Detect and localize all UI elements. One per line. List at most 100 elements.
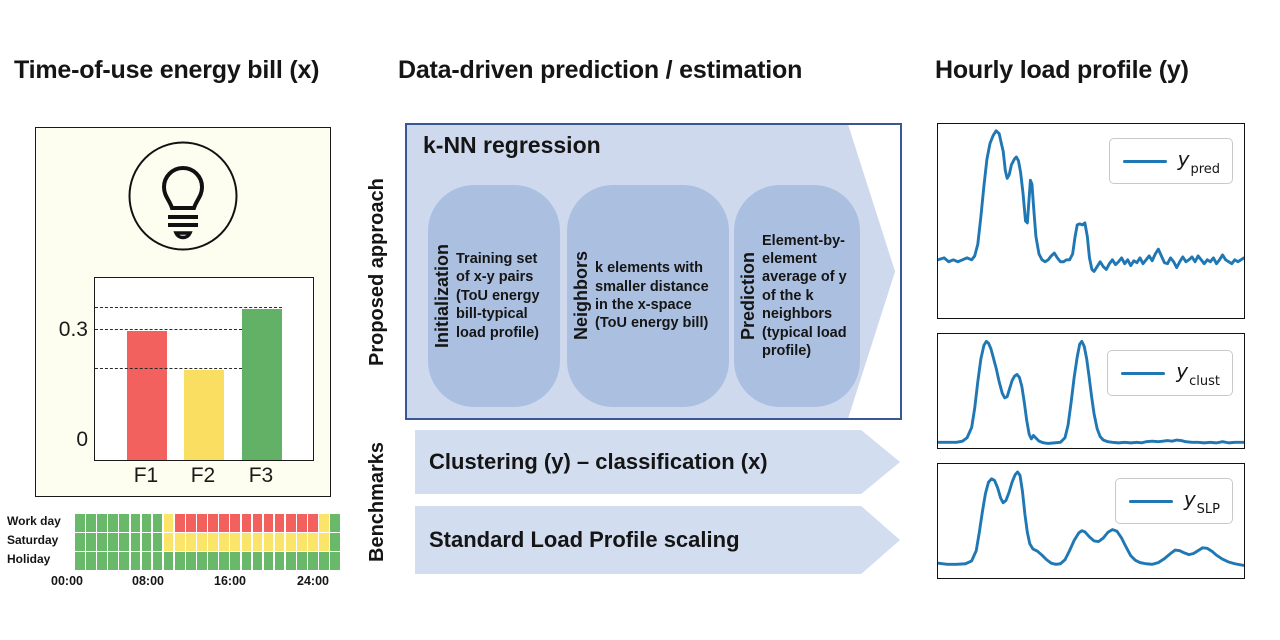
tou-bar-plot: [95, 278, 313, 460]
calendar-cell: [141, 533, 152, 551]
calendar-cell: [263, 533, 274, 551]
calendar-cell: [86, 552, 96, 570]
calendar-row-label: Saturday: [7, 533, 59, 548]
calendar-time-label: 24:00: [297, 574, 329, 588]
calendar-cell: [152, 552, 163, 570]
calendar-cell: [263, 514, 274, 532]
calendar-cell: [208, 514, 218, 532]
calendar-cell: [97, 514, 107, 532]
calendar-cell: [308, 514, 318, 532]
calendar-cell: [297, 533, 307, 551]
y-clust-legend: yclust: [1107, 350, 1233, 396]
legend-line-sample: [1121, 371, 1166, 375]
y-clust-line: [938, 334, 1244, 448]
step-prediction-label: Prediction: [738, 251, 758, 340]
calendar-cell: [75, 552, 85, 570]
calendar-cell: [252, 552, 263, 570]
calendar-cell: [86, 533, 96, 551]
benchmark-clustering-banner: Clustering (y) – classification (x): [415, 430, 900, 494]
y-slp-line: [938, 464, 1244, 578]
calendar-cell: [319, 514, 329, 532]
chart-y-slp: ySLP: [937, 463, 1245, 579]
calendar-cell: [119, 552, 130, 570]
bar-f3: [242, 309, 282, 460]
calendar-row-label: Work day: [7, 514, 61, 529]
y-pred-line: [938, 124, 1244, 318]
calendar-cell: [285, 552, 296, 570]
calendar-cell: [163, 533, 174, 551]
calendar-cell: [285, 533, 296, 551]
chart-y-clust: yclust: [937, 333, 1245, 449]
chart-y-pred: ypred: [937, 123, 1245, 319]
ytick-0: 0: [76, 428, 88, 451]
calendar-cell: [219, 514, 229, 532]
calendar-cell: [297, 552, 307, 570]
calendar-cell: [285, 514, 296, 532]
calendar-cell: [163, 552, 174, 570]
benchmark-slp-banner: Standard Load Profile scaling: [415, 506, 900, 574]
calendar-time-label: 08:00: [132, 574, 164, 588]
calendar-cell: [186, 552, 196, 570]
calendar-cell: [252, 514, 263, 532]
calendar-cell: [197, 514, 207, 532]
calendar-cell: [241, 552, 252, 570]
calendar-cell: [130, 533, 141, 551]
bar-f1: [127, 330, 167, 460]
y-pred-legend-label: ypred: [1177, 147, 1220, 177]
calendar-cell: [97, 552, 107, 570]
lightbulb-icon: [127, 140, 239, 252]
calendar-cell: [319, 533, 329, 551]
calendar-cell: [219, 552, 229, 570]
calendar-cell: [141, 552, 152, 570]
calendar-cell: [130, 514, 141, 532]
calendar-cell: [330, 514, 340, 532]
benchmark-clustering-label: Clustering (y) – classification (x): [429, 449, 768, 474]
calendar-cell: [174, 514, 185, 532]
knn-regression-box: k-NN regression Initialization Training …: [405, 123, 902, 420]
calendar-cell: [152, 514, 163, 532]
calendar-cell: [219, 533, 229, 551]
proposed-approach-label: Proposed approach: [366, 178, 388, 367]
calendar-cell: [274, 533, 285, 551]
calendar-cell: [241, 533, 252, 551]
right-column-title: Hourly load profile (y): [935, 56, 1189, 84]
middle-column-title: Data-driven prediction / estimation: [398, 56, 803, 84]
calendar-cell: [75, 533, 85, 551]
calendar-cell: [163, 514, 174, 532]
calendar-cell: [241, 514, 252, 532]
calendar-cell: [186, 533, 196, 551]
calendar-cell: [197, 533, 207, 551]
dashed-guide-f3: [95, 307, 282, 309]
step-prediction-text: Element-by-element average of y of the k…: [762, 232, 847, 360]
calendar-cell: [252, 533, 263, 551]
calendar-cell: [208, 533, 218, 551]
calendar-time-label: 00:00: [51, 574, 83, 588]
xlabel-f2: F2: [190, 464, 216, 487]
calendar-cell: [208, 552, 218, 570]
dashed-guide-f1: [95, 328, 242, 330]
calendar-cell: [230, 514, 241, 532]
calendar-cell: [230, 552, 241, 570]
step-prediction: Prediction Element-by-element average of…: [734, 185, 860, 407]
step-neighbors: Neighbors k elements with smaller distan…: [567, 185, 729, 407]
y-slp-legend: ySLP: [1114, 478, 1233, 524]
step-neighbors-label: Neighbors: [571, 251, 591, 341]
calendar-cell: [186, 514, 196, 532]
knn-title: k-NN regression: [423, 132, 601, 158]
calendar-cell: [174, 533, 185, 551]
calendar-cell: [75, 514, 85, 532]
calendar-cell: [297, 514, 307, 532]
step-initialization-label: Initialization: [432, 243, 452, 348]
calendar-cell: [308, 533, 318, 551]
step-initialization: Initialization Training set of x-y pairs…: [428, 185, 560, 407]
calendar-cell: [319, 552, 329, 570]
y-clust-legend-label: yclust: [1176, 359, 1220, 389]
calendar-cell: [197, 552, 207, 570]
xlabel-f1: F1: [133, 464, 159, 487]
calendar-cell: [130, 552, 141, 570]
calendar-cell: [86, 514, 96, 532]
calendar-cell: [330, 552, 340, 570]
calendar-time-label: 16:00: [214, 574, 246, 588]
